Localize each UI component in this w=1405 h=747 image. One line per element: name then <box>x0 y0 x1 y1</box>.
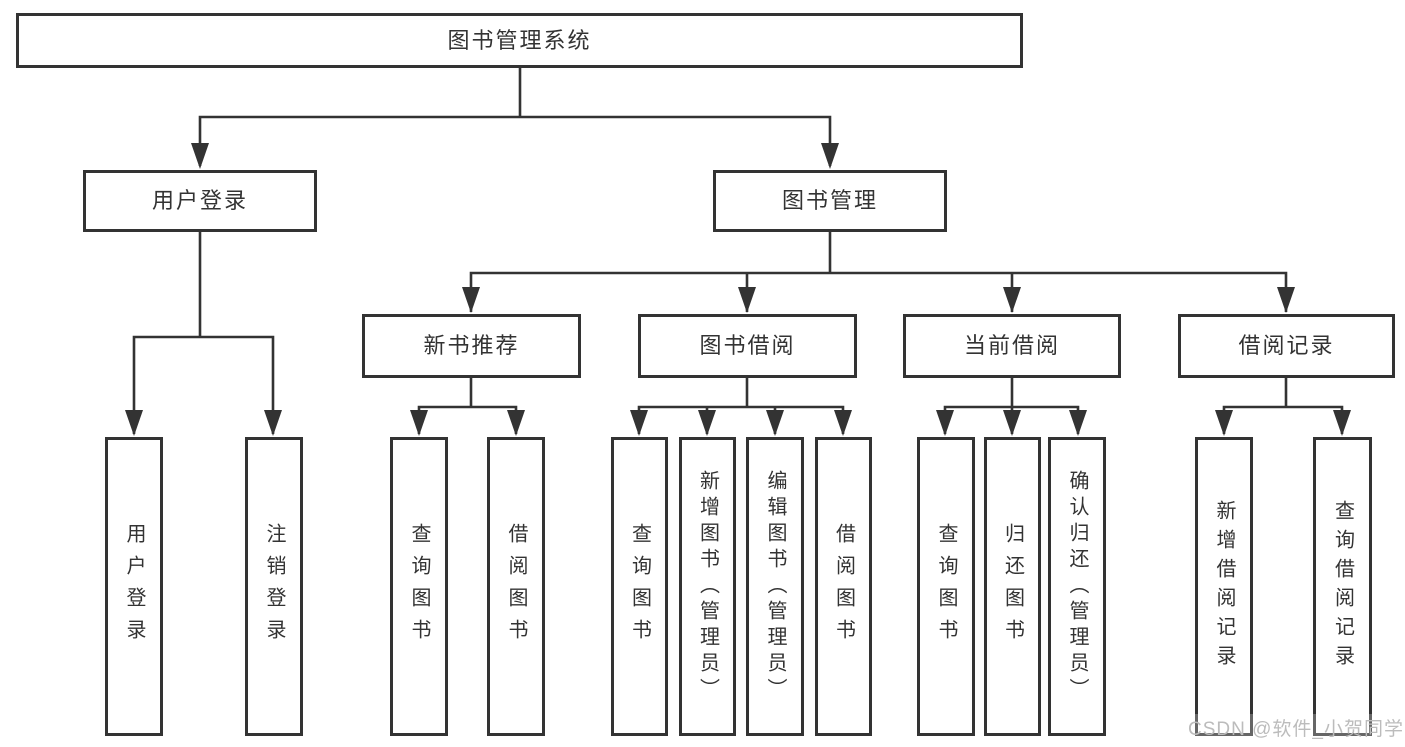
leaf-add-books-admin: 新增图书（管理员） <box>679 437 736 736</box>
leaf-logout: 注销登录 <box>245 437 303 736</box>
leaf-borrow-books-recommend: 借阅图书 <box>487 437 545 736</box>
node-current-borrowing: 当前借阅 <box>903 314 1121 378</box>
leaf-query-books-current: 查询图书 <box>917 437 975 736</box>
node-library-system: 图书管理系统 <box>16 13 1023 68</box>
leaf-borrow-books: 借阅图书 <box>815 437 872 736</box>
node-borrowing-records: 借阅记录 <box>1178 314 1395 378</box>
leaf-edit-books-admin: 编辑图书（管理员） <box>746 437 804 736</box>
arrowheads <box>125 143 1351 436</box>
leaf-user-login: 用户登录 <box>105 437 163 736</box>
node-user-login: 用户登录 <box>83 170 317 232</box>
csdn-watermark: CSDN @软件_小贺同学 <box>1188 714 1404 741</box>
node-book-borrowing: 图书借阅 <box>638 314 857 378</box>
leaf-add-borrow-record: 新增借阅记录 <box>1195 437 1253 736</box>
node-book-management: 图书管理 <box>713 170 947 232</box>
node-new-book-recommendation: 新书推荐 <box>362 314 581 378</box>
leaf-confirm-return-admin: 确认归还（管理员） <box>1048 437 1106 736</box>
leaf-query-books-borrow: 查询图书 <box>611 437 668 736</box>
leaf-return-books: 归还图书 <box>984 437 1041 736</box>
leaf-query-borrow-record: 查询借阅记录 <box>1313 437 1372 736</box>
leaf-query-books-recommend: 查询图书 <box>390 437 448 736</box>
